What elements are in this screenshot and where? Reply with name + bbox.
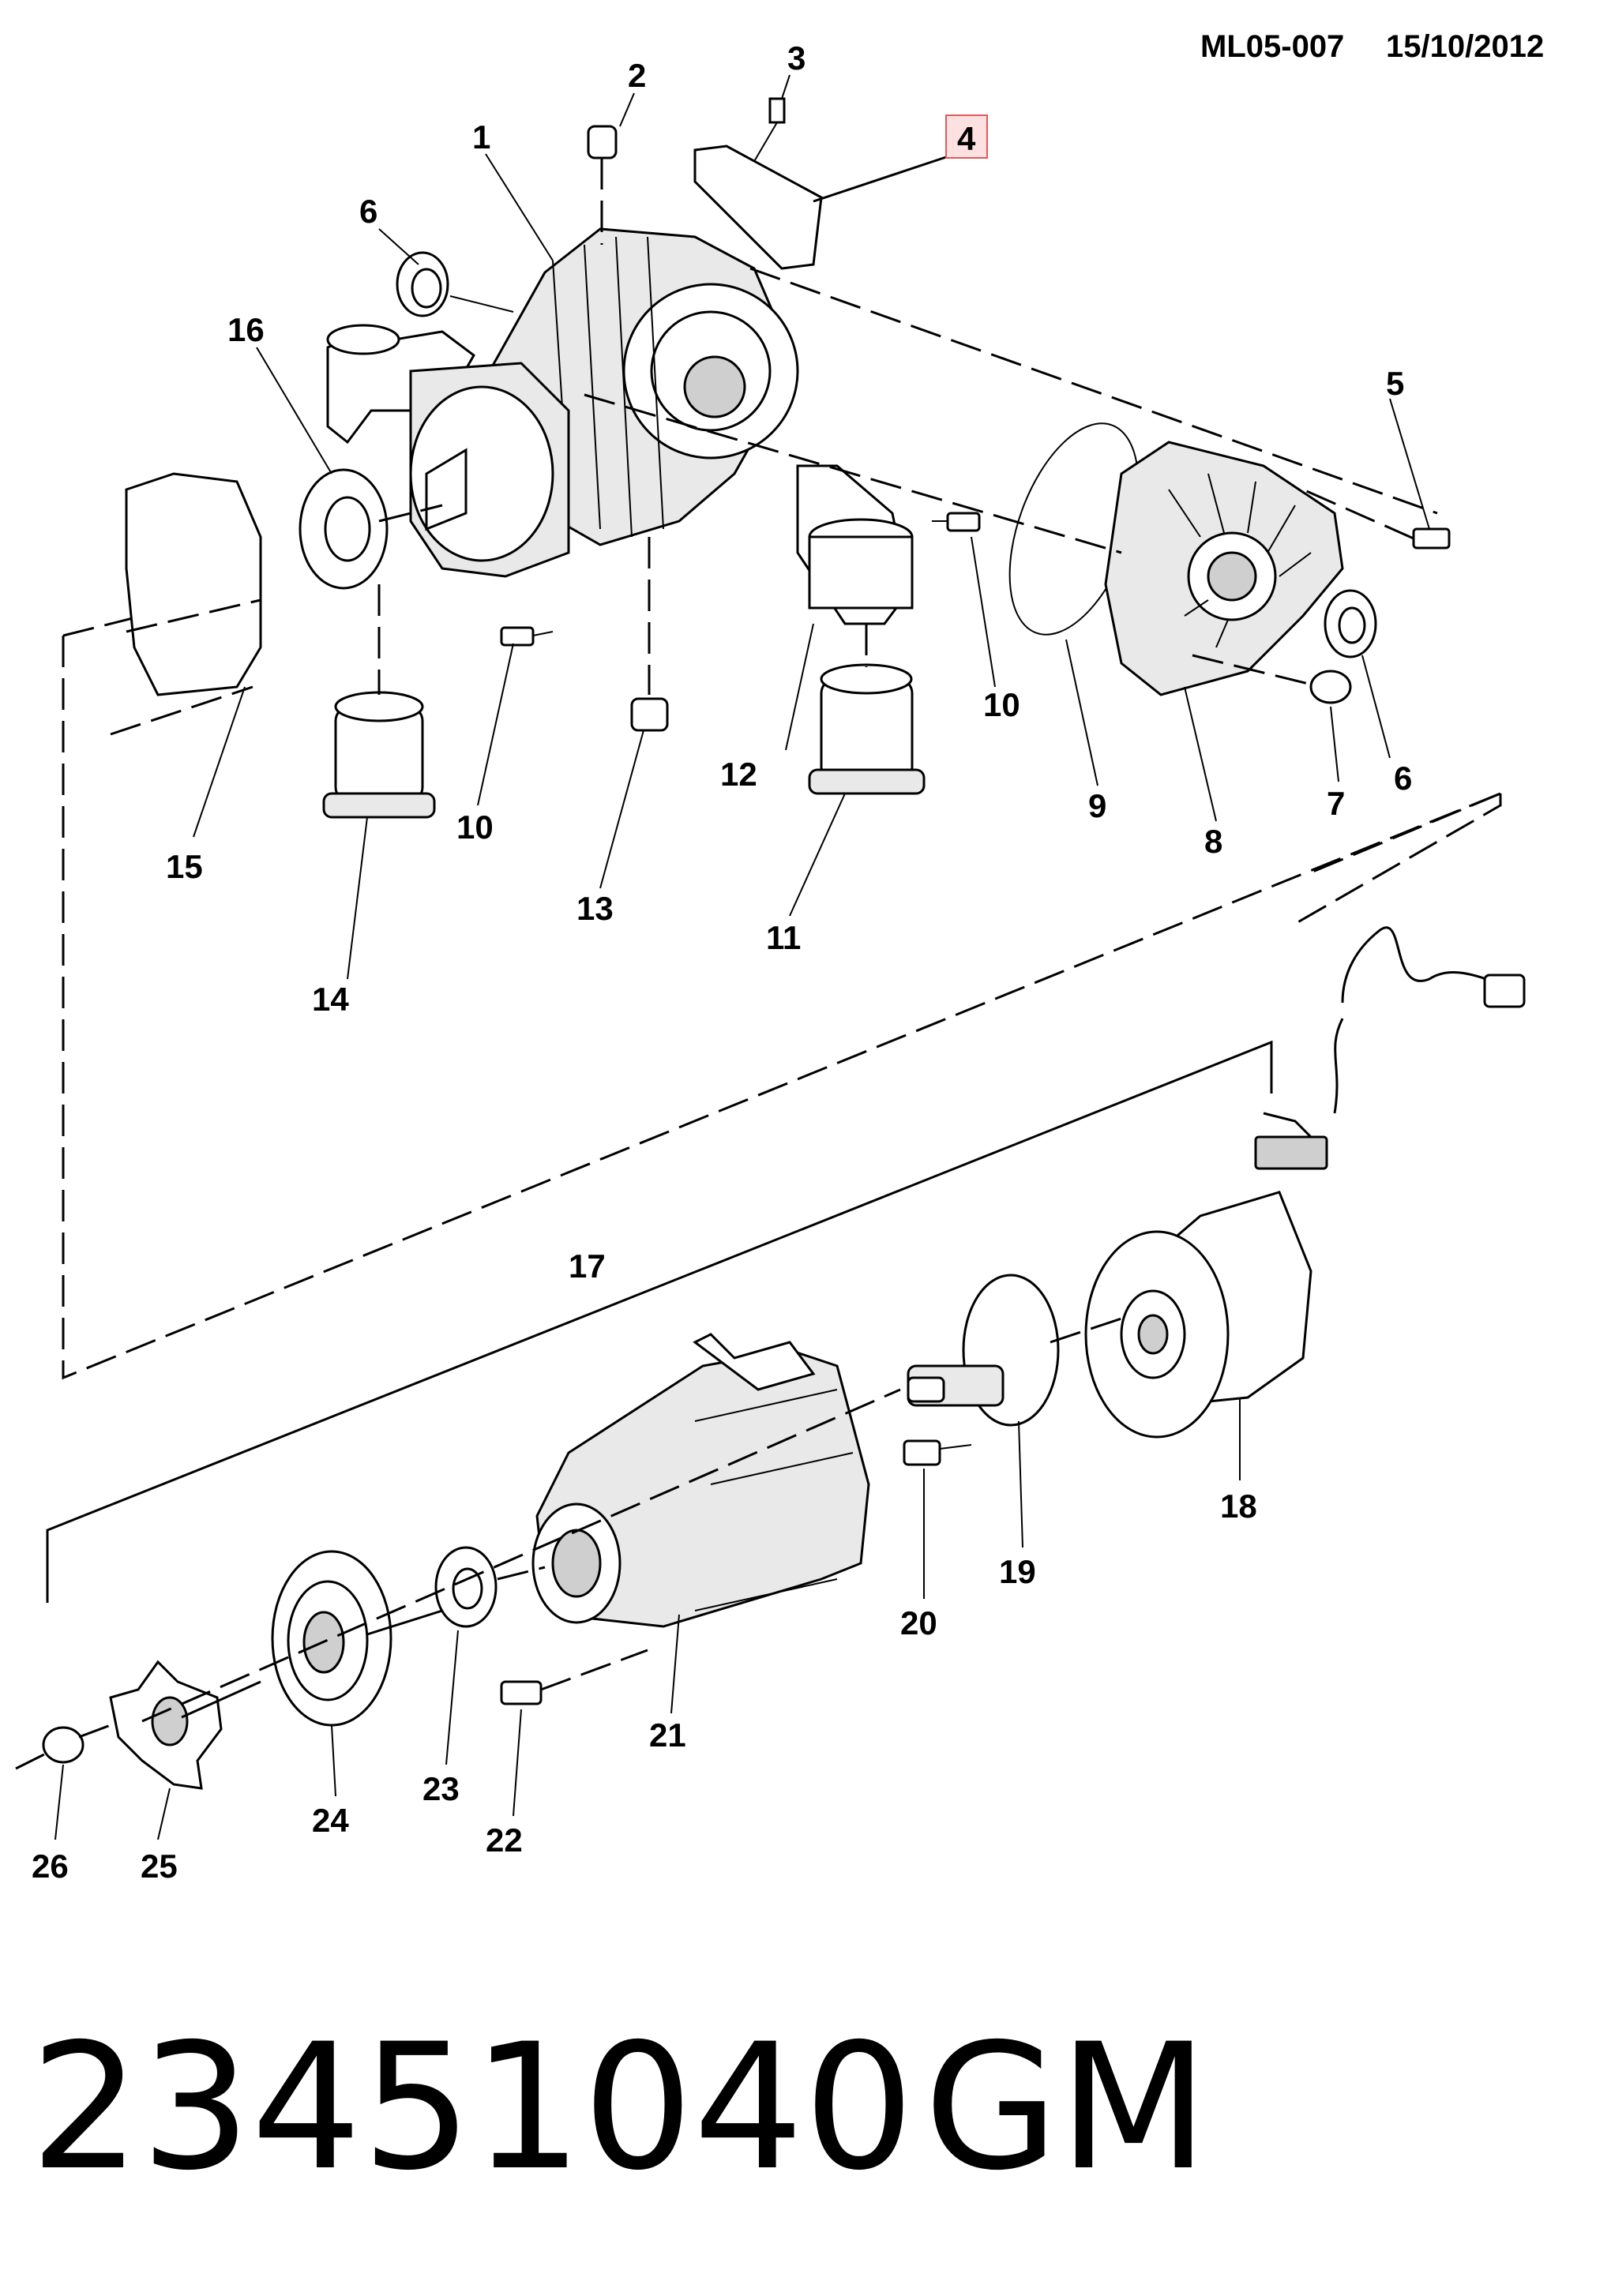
fill-plug bbox=[1192, 654, 1352, 704]
callout-12: 12 bbox=[720, 756, 757, 793]
heat-shield-bracket bbox=[693, 144, 956, 270]
callout-22: 22 bbox=[486, 1821, 523, 1859]
callout-4-highlight bbox=[945, 114, 988, 159]
pinion-seal bbox=[299, 468, 443, 590]
callout-10-left: 10 bbox=[456, 808, 494, 846]
alignment-line-lower bbox=[141, 1388, 901, 1723]
electric-motor bbox=[1084, 1191, 1312, 1439]
callout-7: 7 bbox=[1327, 785, 1345, 822]
callout-3: 3 bbox=[787, 39, 806, 77]
mount-bracket-right bbox=[796, 464, 914, 625]
callout-labels: 1 2 3 4 5 6 6 7 8 9 10 10 11 12 13 14 15… bbox=[32, 39, 1412, 1885]
callout-21: 21 bbox=[649, 1716, 686, 1754]
bolt-20 bbox=[903, 1439, 972, 1466]
wiring-harness bbox=[1254, 926, 1526, 1170]
callout-13: 13 bbox=[576, 890, 614, 927]
housing-seal bbox=[434, 1546, 546, 1628]
diagram-date: 15/10/2012 bbox=[1386, 29, 1544, 64]
alignment-line-mid bbox=[584, 393, 1122, 554]
output-bearing bbox=[271, 1550, 443, 1727]
shaft-flange bbox=[907, 1274, 1122, 1427]
breather-vent bbox=[587, 125, 618, 245]
callout-26: 26 bbox=[32, 1848, 69, 1885]
transmission-housing bbox=[531, 1333, 870, 1628]
callout-15: 15 bbox=[166, 848, 203, 885]
callout-8: 8 bbox=[1204, 823, 1222, 860]
bolt-10-right bbox=[932, 512, 981, 532]
bolt-5 bbox=[1302, 488, 1451, 550]
callout-5: 5 bbox=[1386, 365, 1404, 402]
drain-plug bbox=[630, 537, 669, 732]
rear-differential-cover bbox=[1104, 441, 1344, 696]
brand-label: GM bbox=[924, 2006, 1208, 2208]
mount-bushing-right bbox=[808, 624, 926, 795]
axle-seal-left bbox=[396, 251, 514, 317]
diagram-code: ML05-007 bbox=[1200, 29, 1344, 64]
bolt-22 bbox=[500, 1649, 648, 1705]
callout-18: 18 bbox=[1220, 1488, 1257, 1525]
callout-6-left: 6 bbox=[359, 193, 377, 230]
assembly-outline-right bbox=[1294, 792, 1502, 925]
callout-11: 11 bbox=[766, 919, 801, 956]
callout-25: 25 bbox=[141, 1848, 178, 1885]
part-number: 23451040 bbox=[30, 2006, 914, 2208]
leader-lines bbox=[54, 74, 1430, 1840]
assembly-bracket-17 bbox=[46, 1040, 1273, 1603]
callout-16: 16 bbox=[227, 311, 265, 348]
output-flange bbox=[109, 1660, 261, 1790]
cover-gasket bbox=[110, 472, 262, 736]
alignment-line-upper bbox=[749, 267, 1438, 515]
callout-9: 9 bbox=[1088, 787, 1106, 824]
callout-2: 2 bbox=[628, 57, 646, 94]
callout-1: 1 bbox=[472, 118, 490, 156]
callout-14: 14 bbox=[312, 981, 349, 1018]
callout-6-right: 6 bbox=[1394, 760, 1412, 797]
axle-seal-right bbox=[1324, 589, 1377, 658]
callout-17: 17 bbox=[569, 1247, 606, 1285]
bolt-10-left bbox=[500, 626, 554, 647]
mount-bushing-left bbox=[322, 584, 436, 819]
output-nut bbox=[15, 1724, 111, 1770]
callout-19: 19 bbox=[999, 1553, 1036, 1590]
callout-4: 4 bbox=[957, 120, 976, 157]
callout-20: 20 bbox=[900, 1604, 937, 1641]
callout-10-right: 10 bbox=[983, 686, 1020, 723]
callout-24: 24 bbox=[312, 1802, 349, 1839]
left-flange-and-mount bbox=[326, 324, 570, 578]
callout-23: 23 bbox=[422, 1770, 460, 1807]
